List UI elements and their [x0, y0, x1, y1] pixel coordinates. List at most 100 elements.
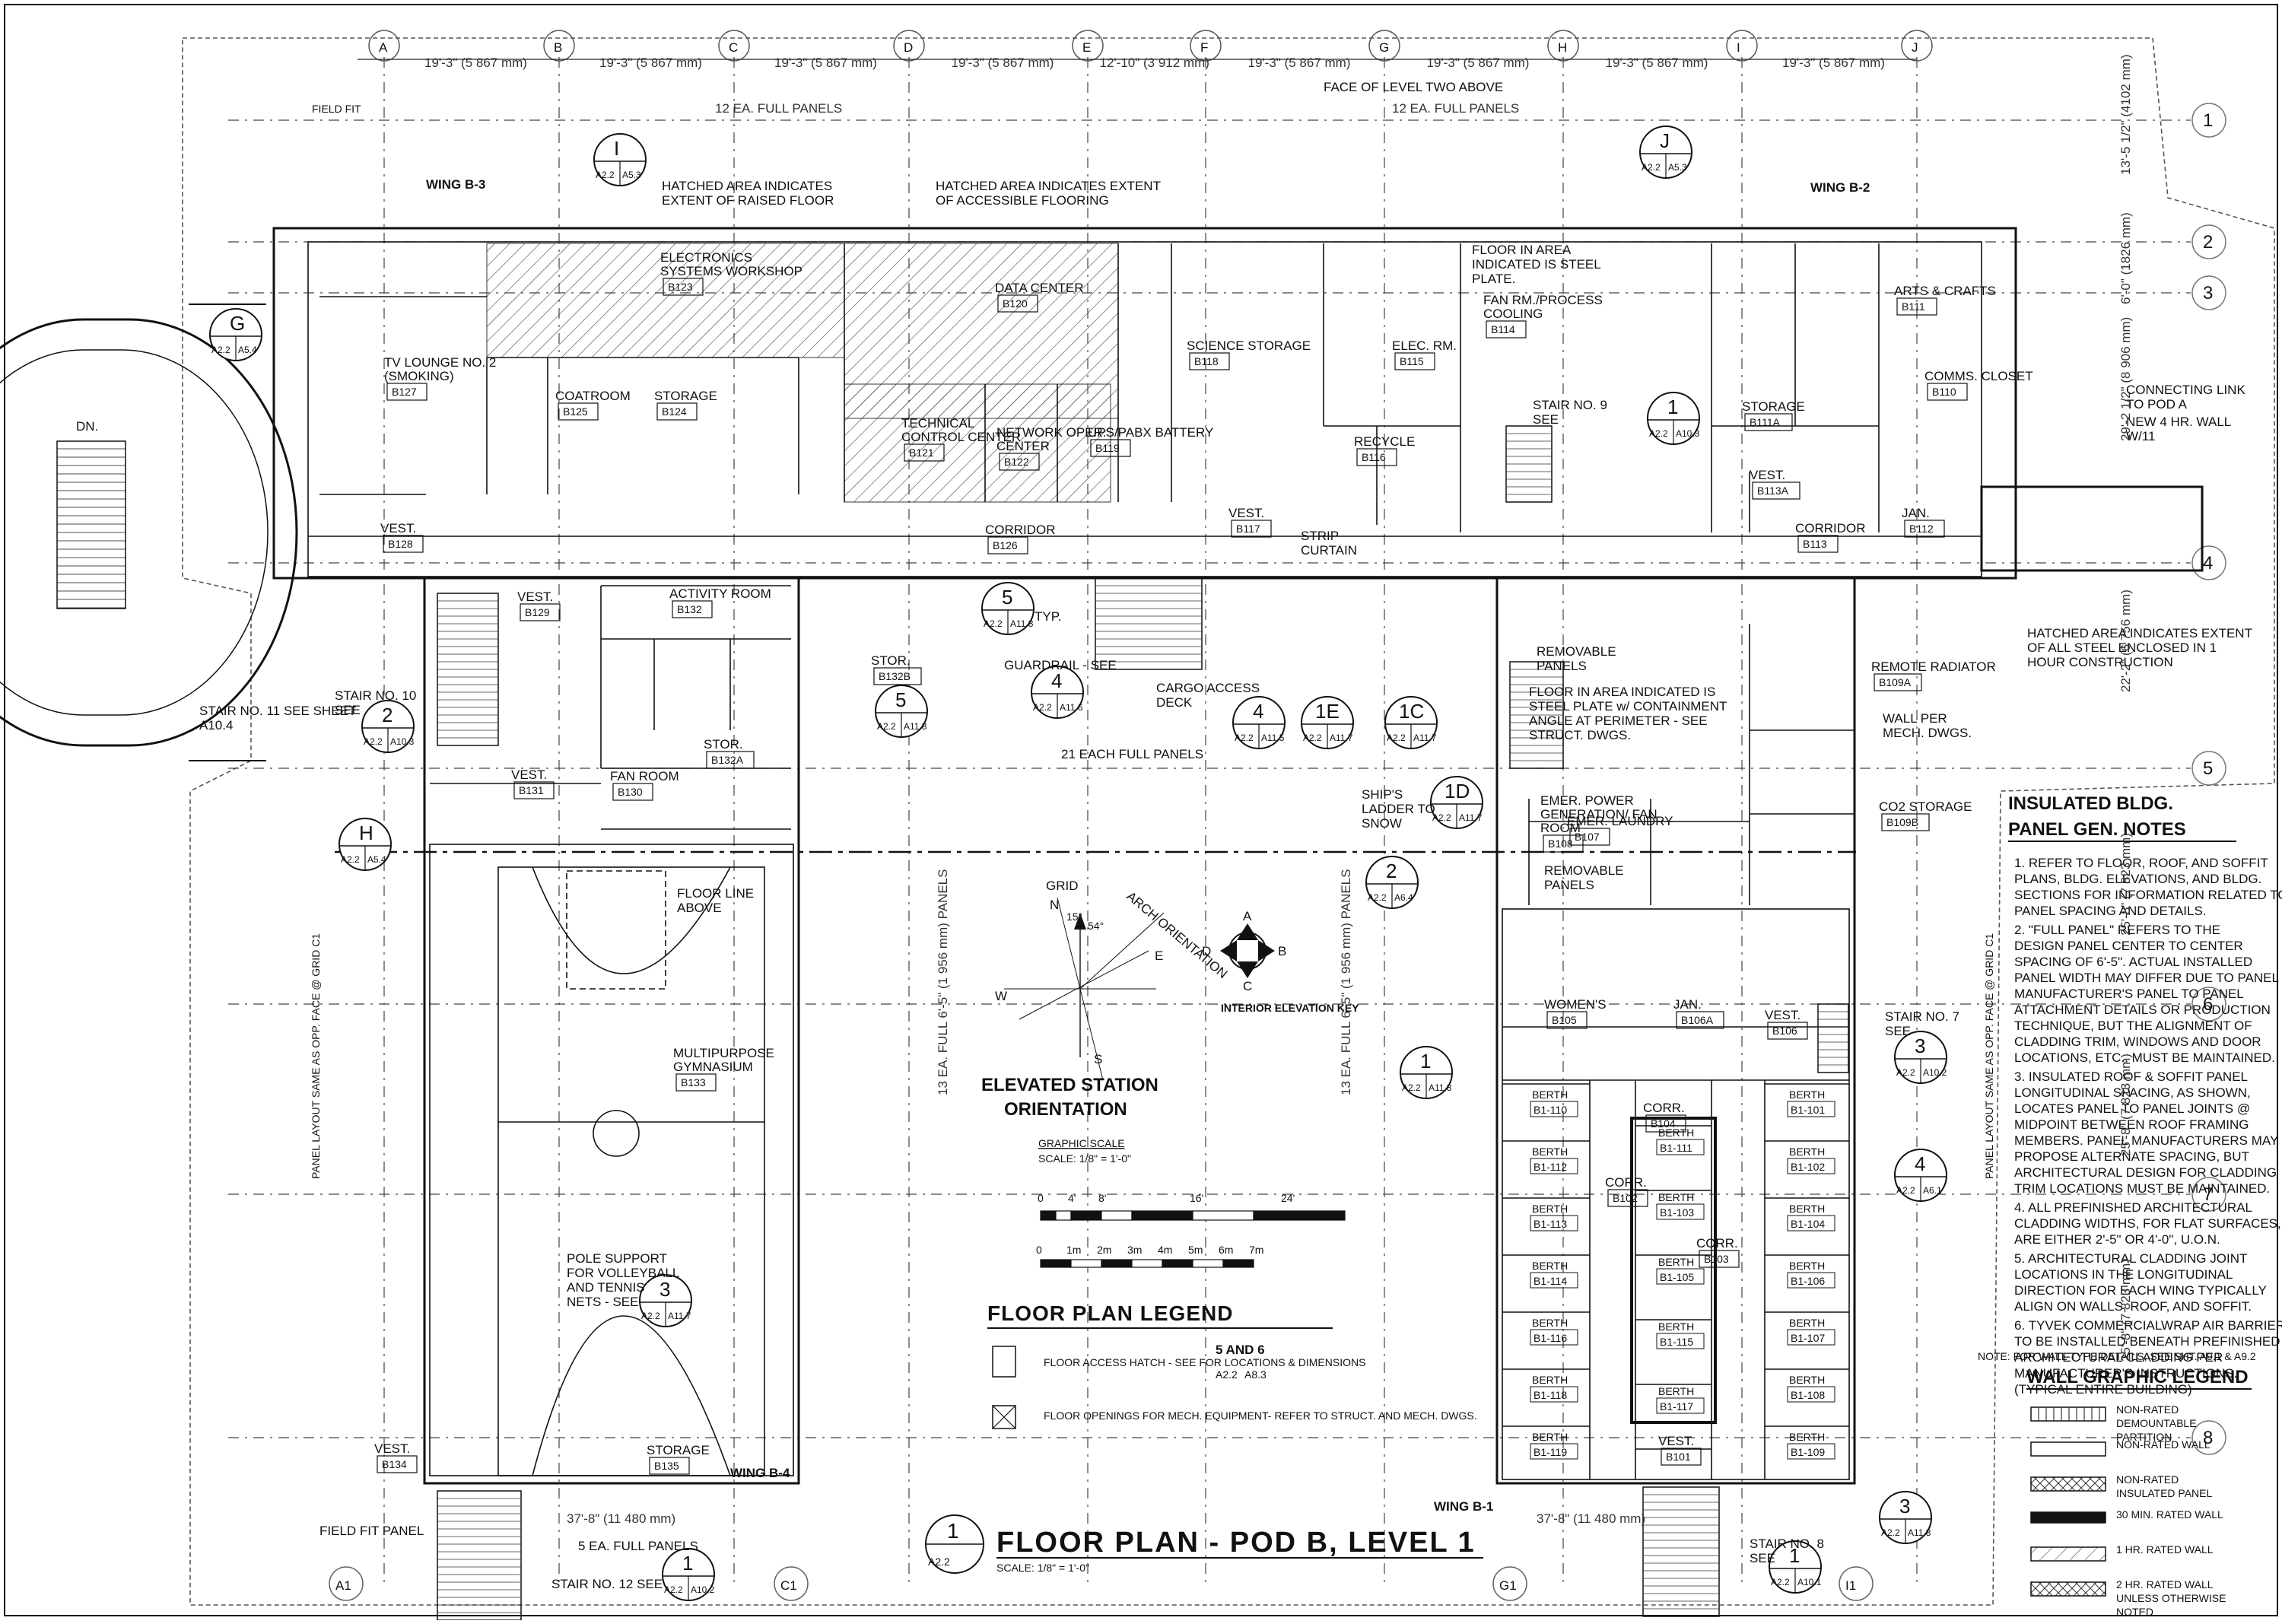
room-tag-box-9 — [1394, 352, 1435, 370]
legend-item-1: FLOOR ACCESS HATCH - SEE FOR LOCATIONS &… — [1044, 1356, 1365, 1368]
room-tag-30: B109A — [1879, 676, 1912, 688]
top-dim-1: 19'-3" (5 867 mm) — [599, 56, 702, 70]
grid-bubble-G1 — [1492, 1566, 1527, 1601]
callout-num-13: 2 — [1386, 860, 1397, 882]
room-name-14: COMMS. CLOSET — [1924, 369, 2033, 383]
grid-bubble-F — [1190, 30, 1222, 62]
grid-bubble-C1 — [774, 1566, 809, 1601]
room-tag-3: B125 — [563, 405, 588, 418]
raised-floor-area-1 — [486, 243, 845, 358]
room-tag-16: B112 — [1909, 523, 1934, 535]
room-tag-box-20 — [1231, 520, 1272, 538]
scale-m-label-7: 7m — [1249, 1244, 1263, 1256]
top-dim-6: 19'-3" (5 867 mm) — [1427, 56, 1530, 70]
top-dim-2: 19'-3" (5 867 mm) — [774, 56, 877, 70]
sheet-border — [4, 4, 2278, 1616]
room-tag-box-22 — [873, 667, 922, 685]
grid-label-G1: G1 — [1499, 1578, 1517, 1593]
room-name-17: CORRIDOR — [1795, 521, 1866, 536]
right-dim-2: 29'-2 1/2" (8 906 mm) — [2118, 317, 2133, 441]
room-tag-26: B131 — [519, 784, 544, 796]
callout-sheet-14: A2.2 — [1402, 1082, 1421, 1093]
berth-mid-4: B1-117 — [1660, 1400, 1693, 1413]
room-tag-box-4 — [656, 402, 698, 421]
room-tag-box-8 — [1189, 352, 1230, 370]
upper-wing-inner — [307, 241, 1982, 577]
right-dimension-labels: 13'-5 1/2" (4102 mm)6'-0" (1826 mm)29'-2… — [2118, 54, 2133, 1362]
room-tag-box-33 — [1569, 828, 1610, 846]
room-tag-20: B117 — [1236, 523, 1260, 535]
callout-ref-14: A11.8 — [1429, 1082, 1452, 1093]
wall-swatch-5 — [2030, 1581, 2106, 1597]
room-tag-box-26 — [513, 781, 555, 799]
berth-word-left-2: BERTH — [1532, 1203, 1568, 1215]
scale-m-label-3: 3m — [1127, 1244, 1142, 1256]
room-tag-14: B110 — [1932, 386, 1956, 398]
annotation-guardrail: GUARDRAIL - SEE — [1004, 658, 1117, 672]
room-tag-box-37 — [1645, 1114, 1686, 1133]
berth-right-2: B1-104 — [1791, 1218, 1825, 1230]
berth-word-left-3: BERTH — [1532, 1260, 1568, 1272]
title-callout-number: 1 — [947, 1519, 959, 1543]
room-tag-8: B118 — [1194, 355, 1219, 367]
wall-legend-item-4: 1 HR. RATED WALL — [2116, 1543, 2214, 1556]
room-tag-19: B126 — [993, 539, 1018, 551]
grid-label-row-2: 2 — [2203, 232, 2213, 253]
room-name-12: ARTS & CRAFTS — [1894, 284, 1996, 298]
right-wing-partitions — [1502, 624, 1855, 1479]
callout-ref-11: A10.3 — [390, 736, 415, 747]
room-tag-box-27 — [675, 1073, 717, 1092]
room-name-30: REMOTE RADIATOR — [1871, 659, 1996, 674]
room-name-6: NETWORK OPER.CENTER — [996, 425, 1107, 453]
grid-label-B: B — [554, 40, 562, 55]
room-tag-box-23 — [706, 751, 755, 769]
room-tag-box-31 — [1881, 813, 1930, 831]
scale-ft-label-4: 24' — [1281, 1192, 1295, 1204]
room-tag-box-3 — [558, 402, 599, 421]
berth-word-left-4: BERTH — [1532, 1317, 1568, 1329]
room-name-28: VEST. — [374, 1441, 410, 1456]
grid-bubble-A — [368, 30, 400, 62]
berth-word-mid-1: BERTH — [1658, 1191, 1694, 1203]
room-name-18: VEST. — [380, 521, 416, 536]
room-name-31: CO2 STORAGE — [1879, 799, 1972, 814]
room-tag-box-2 — [386, 383, 427, 401]
room-name-37: CORR. — [1643, 1101, 1685, 1115]
top-dim-5: 19'-3" (5 867 mm) — [1248, 56, 1351, 70]
callout-num-9: 1D — [1445, 780, 1470, 802]
room-tag-22: B132B — [879, 670, 911, 682]
grid-label-A: A — [379, 40, 388, 55]
callout-ref-10: A10.3 — [1676, 428, 1700, 439]
top-dim-4: 12'-10" (3 912 mm) — [1100, 56, 1209, 70]
grid-bubble-B — [543, 30, 575, 62]
grid-bubble-row-8 — [2191, 1420, 2226, 1455]
room-name-19: CORRIDOR — [985, 523, 1056, 537]
scale-bar-m-2 — [1101, 1259, 1133, 1268]
callout-num-10: 1 — [1667, 396, 1678, 418]
annotation-typ: TYP. — [1035, 609, 1062, 624]
grid-label-row-8: 8 — [2203, 1428, 2213, 1448]
grid-label-row-3: 3 — [2203, 283, 2213, 304]
annotation-five-panels: 5 EA. FULL PANELS — [578, 1539, 698, 1553]
grid-label-I: I — [1737, 40, 1740, 55]
orient-title-2: ORIENTATION — [1004, 1099, 1127, 1120]
berth-partitions — [1502, 1083, 1849, 1484]
room-name-29: STORAGE — [647, 1443, 710, 1457]
wall-swatch-2 — [2030, 1476, 2106, 1492]
scale-ft-label-1: 4' — [1068, 1192, 1076, 1204]
room-tag-40: B101 — [1666, 1451, 1691, 1463]
berth-word-mid-4: BERTH — [1658, 1385, 1694, 1397]
room-tag-box-5 — [904, 443, 945, 462]
scale-m-label-5: 5m — [1188, 1244, 1203, 1256]
room-tag-box-28 — [377, 1455, 418, 1473]
